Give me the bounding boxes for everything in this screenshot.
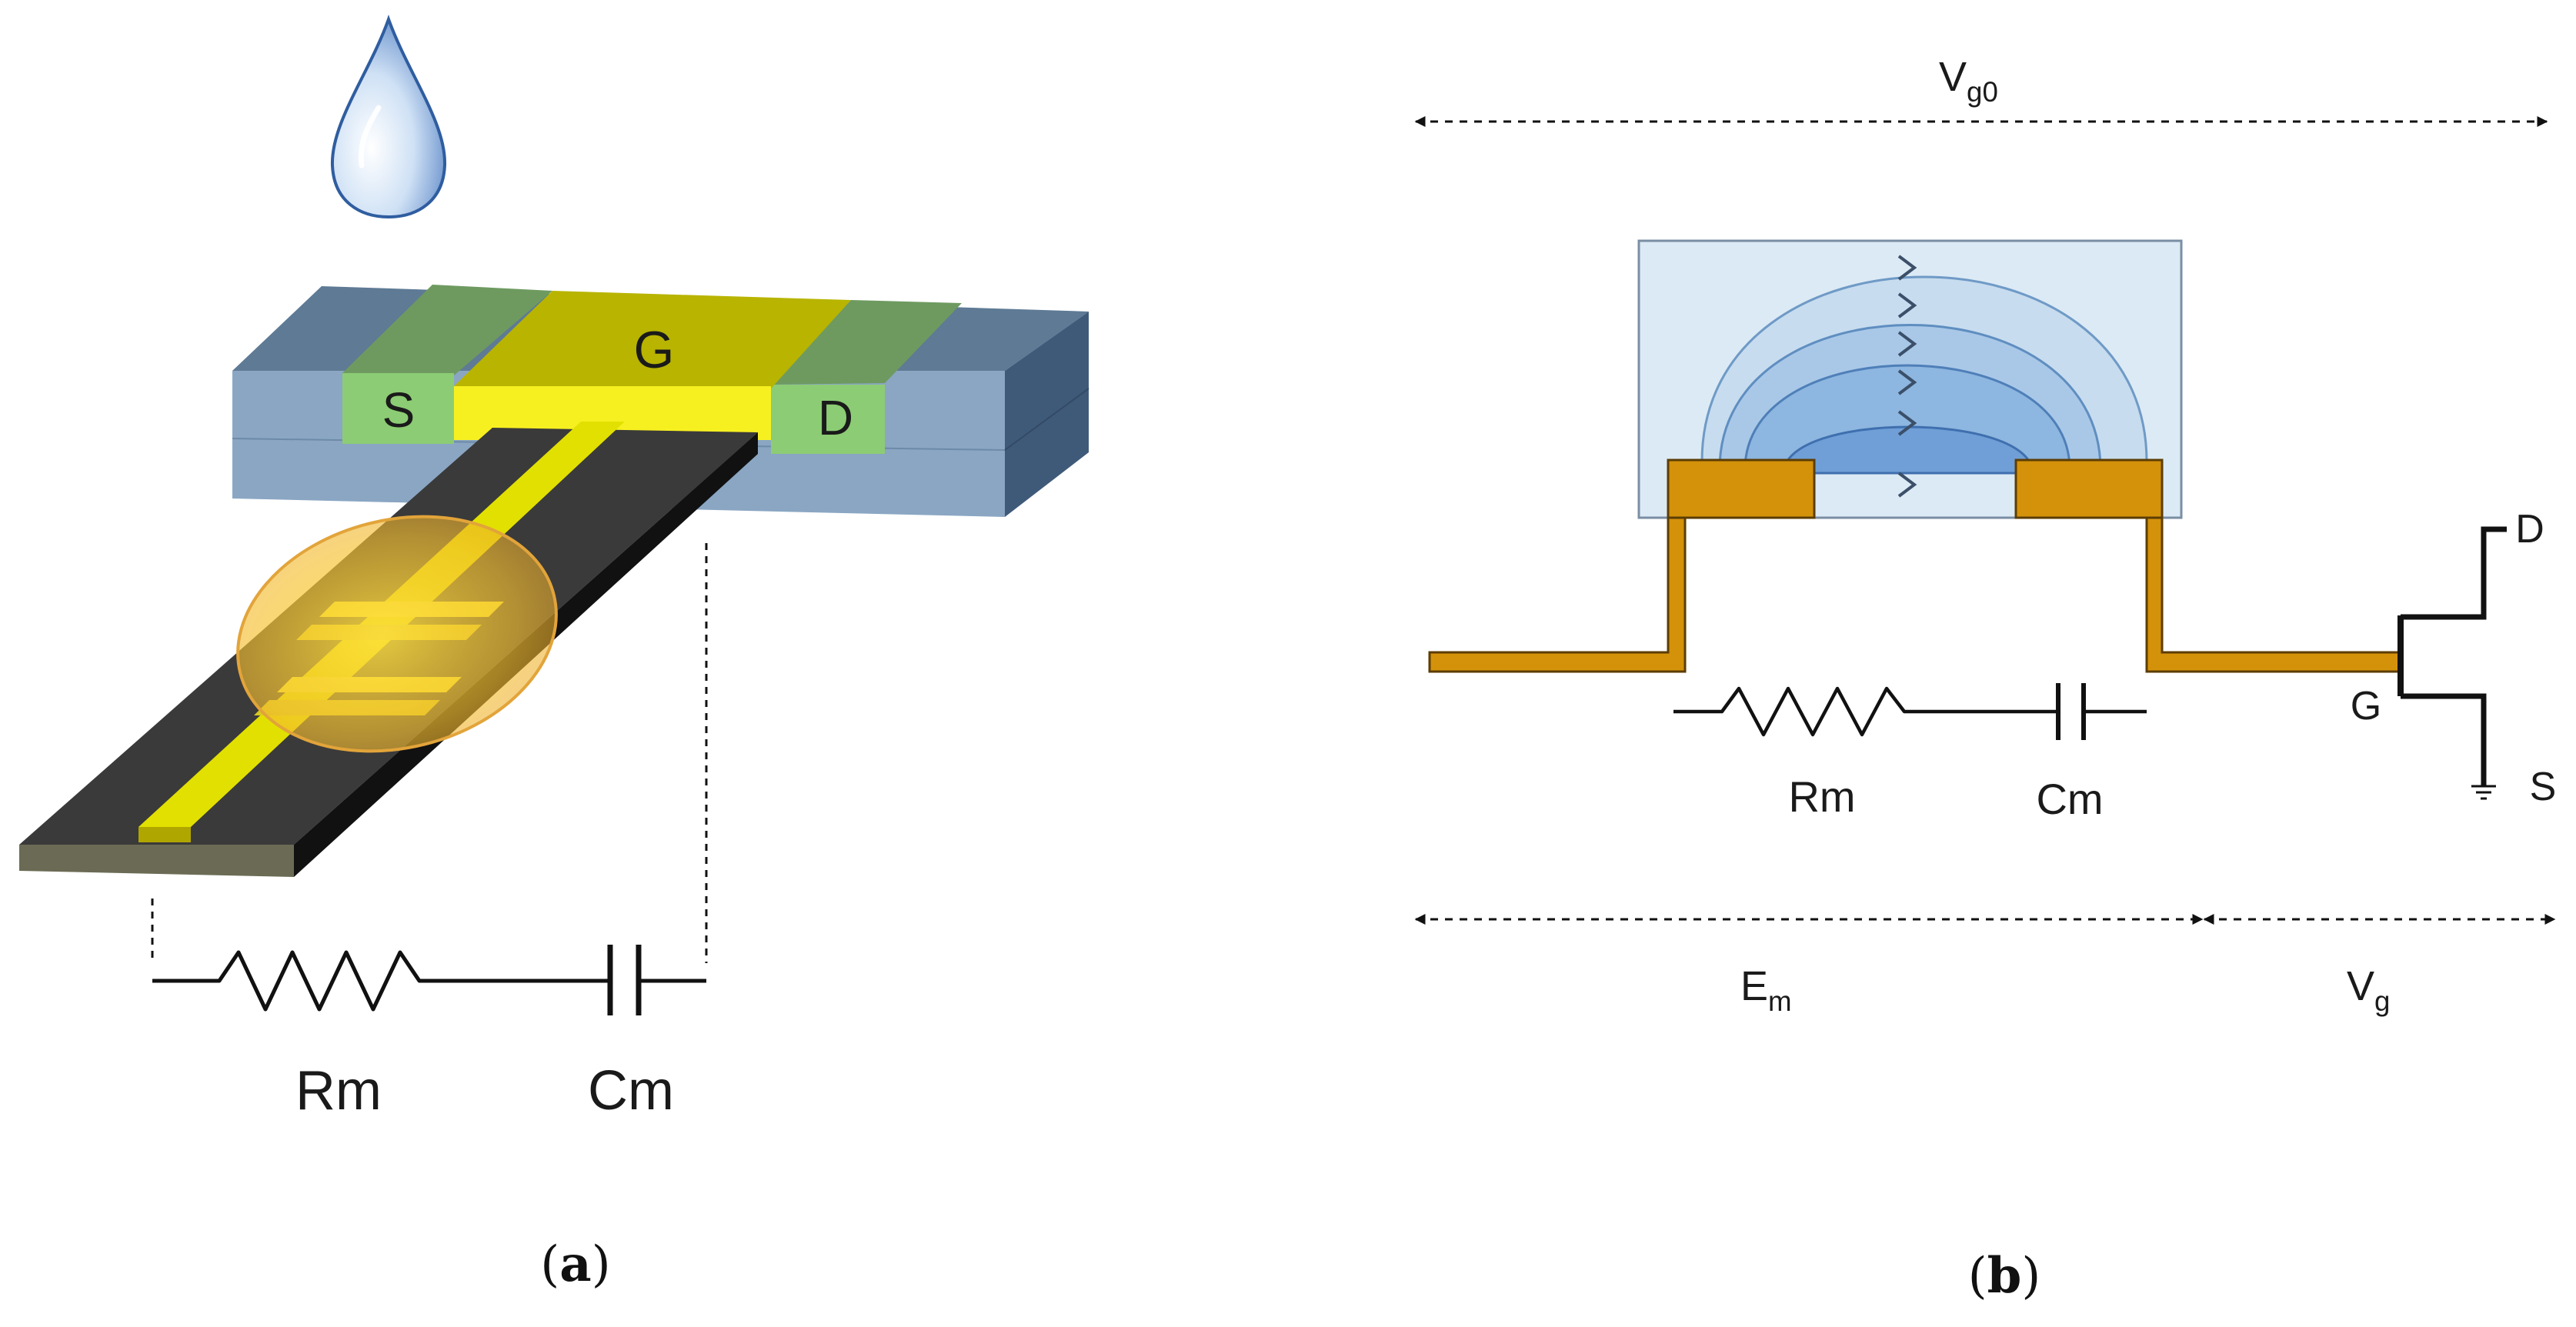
vg0-label: Vg0 (1939, 54, 1998, 108)
source-label-b: S (2530, 765, 2557, 809)
panel-a: S G D Rm Cm (a) (19, 15, 1089, 1293)
drain-contact (771, 300, 962, 454)
source-label: S (382, 382, 415, 438)
electrode-right (2014, 458, 2402, 673)
resistor-icon (152, 950, 437, 1012)
caption-b: (b) (1968, 1247, 2041, 1305)
caption-a: (a) (540, 1235, 610, 1293)
capacitor-icon (607, 945, 706, 1015)
drain-label: D (818, 390, 853, 445)
gate-label-b: G (2351, 684, 2381, 729)
rm-label-b: Rm (1788, 772, 1855, 821)
analyte-droplet (236, 515, 558, 753)
capacitor-icon (2056, 683, 2147, 740)
transistor-icon (2397, 526, 2507, 786)
ground-icon (2471, 785, 2496, 800)
em-label: Em (1740, 963, 1792, 1017)
gate-label: G (634, 321, 675, 379)
resistor-icon (1673, 686, 1916, 737)
vg-label: Vg (2347, 963, 2390, 1017)
cm-label: Cm (588, 1060, 674, 1122)
source-contact (342, 285, 552, 444)
cm-label-b: Cm (2036, 775, 2103, 823)
rm-label: Rm (295, 1060, 382, 1122)
electrode-left (1428, 458, 1816, 673)
water-drop-icon (330, 15, 447, 219)
drain-label-b: D (2515, 507, 2544, 552)
panel-b: Vg0 (1414, 54, 2557, 1305)
